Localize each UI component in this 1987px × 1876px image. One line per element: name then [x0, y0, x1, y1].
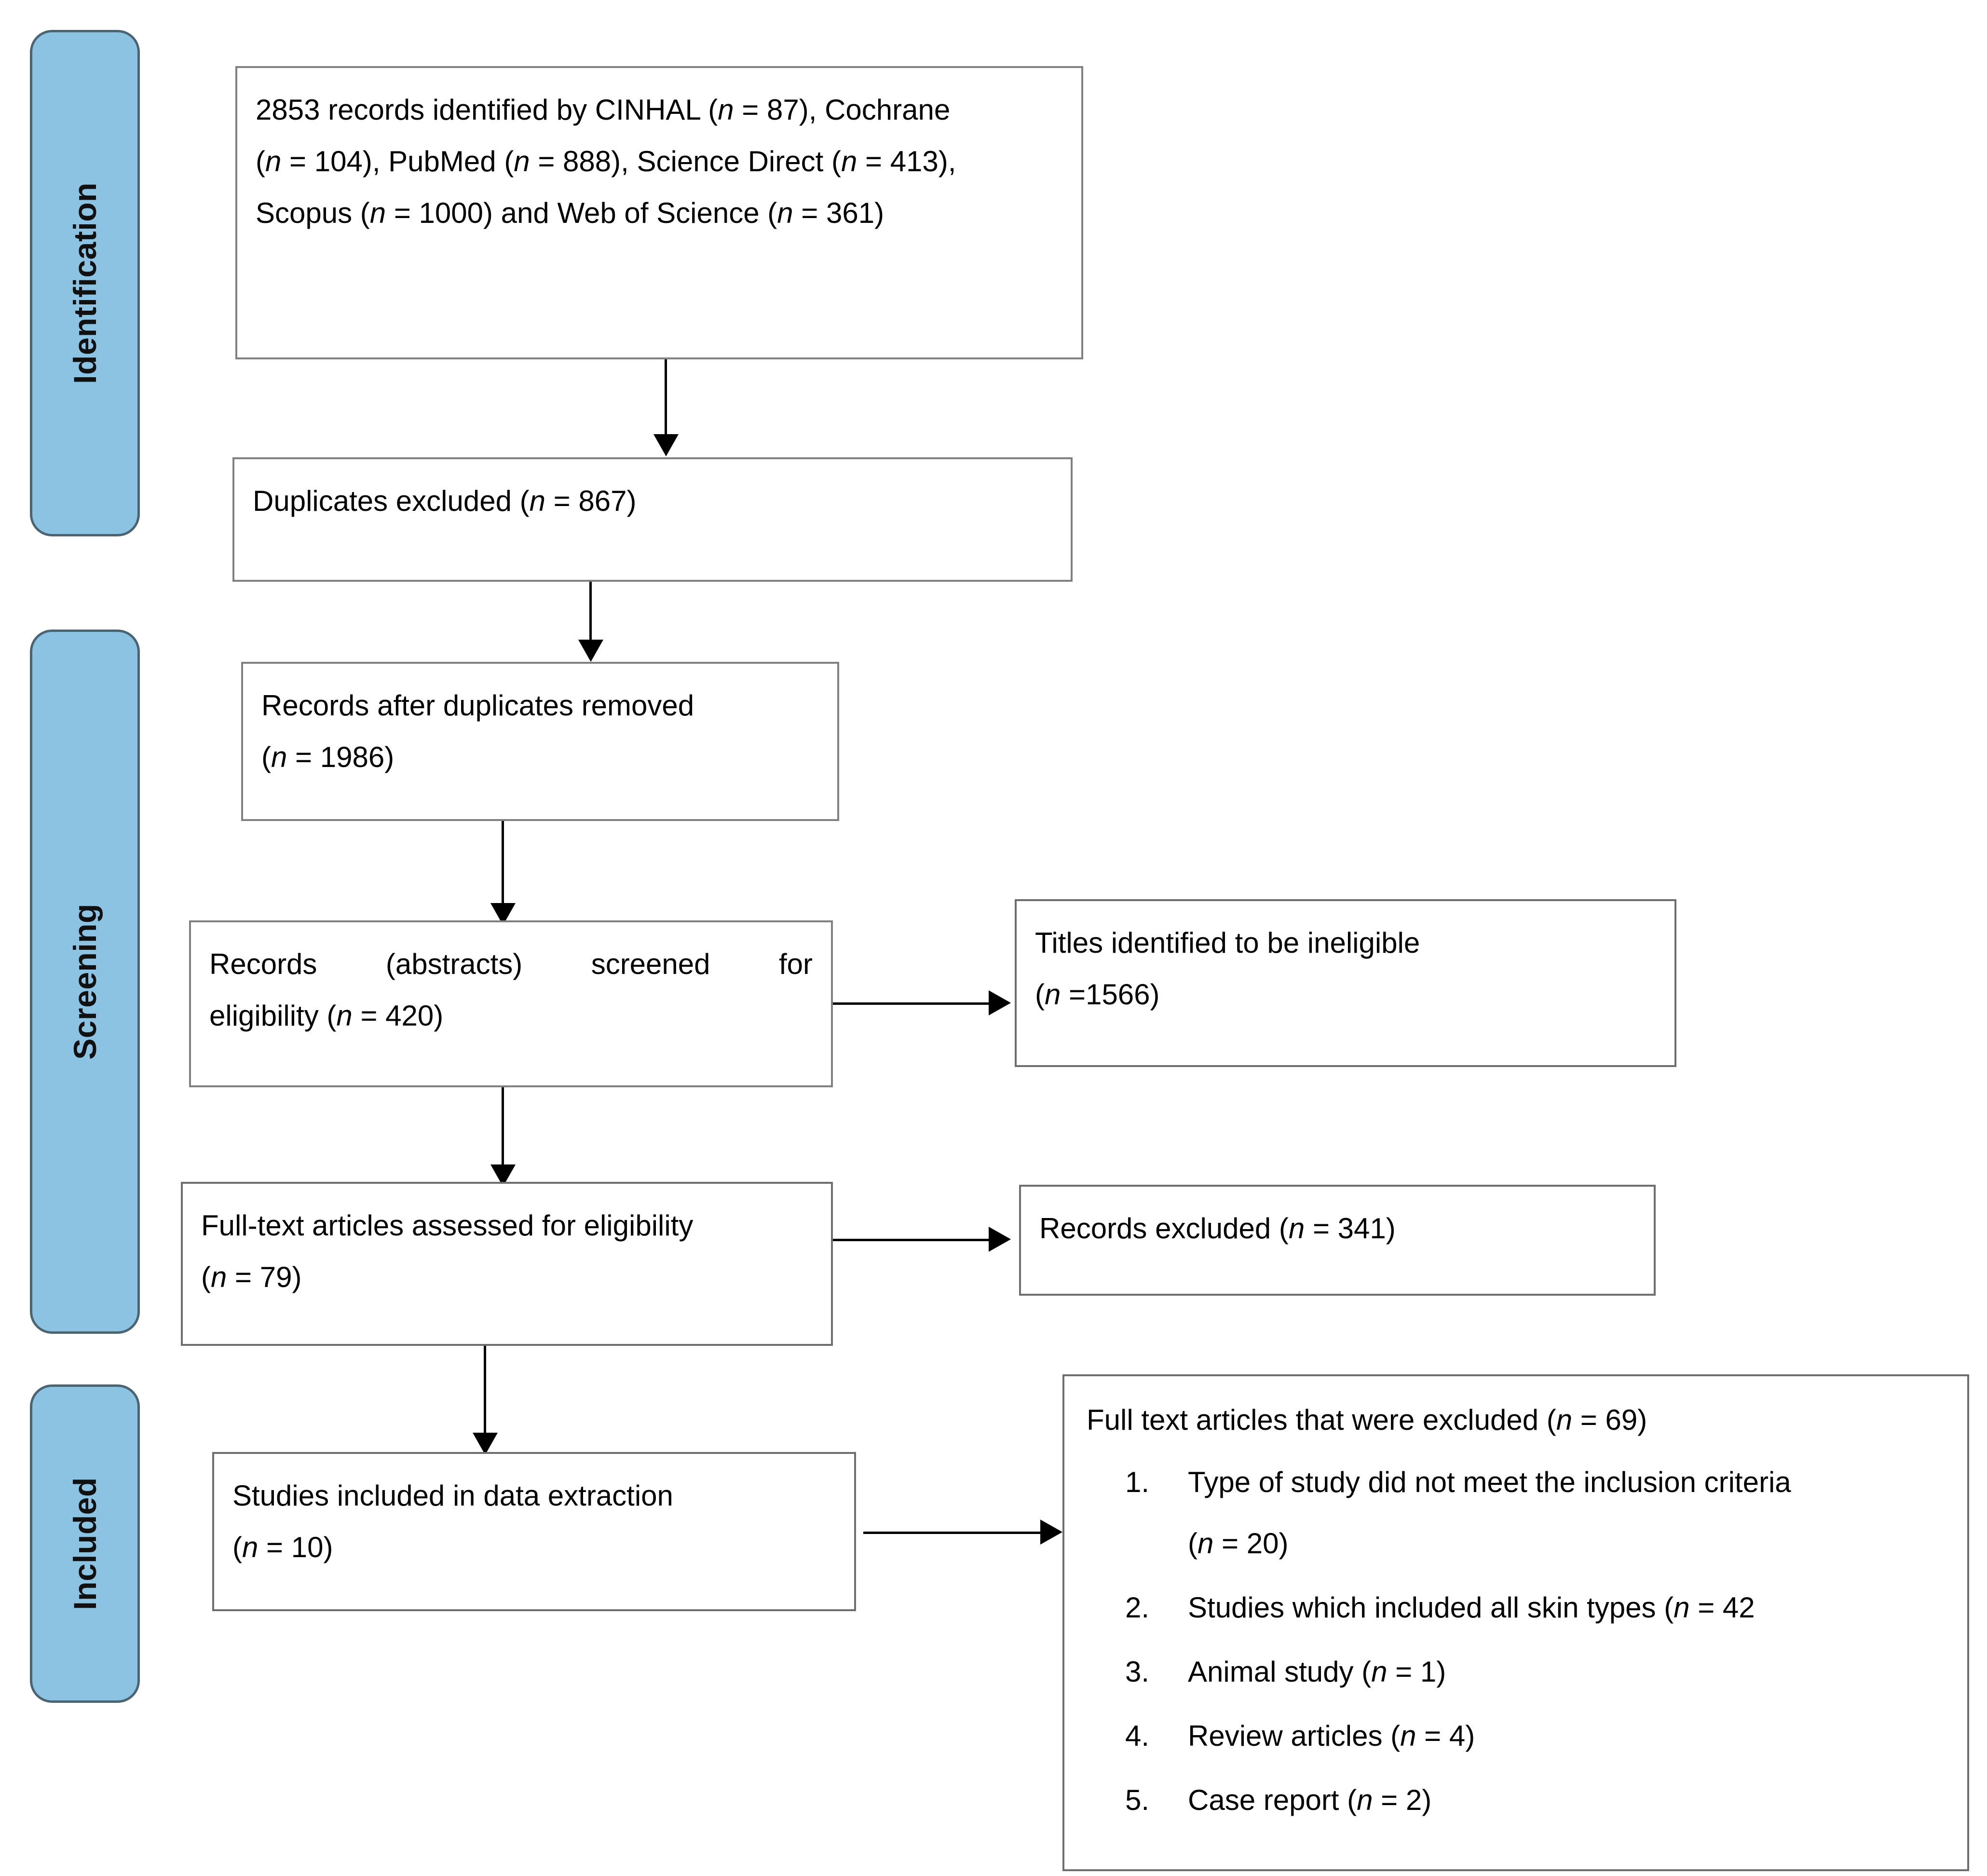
phase-bar-screening: Screening — [30, 630, 140, 1334]
exclusion-reason-item: 5. Case report (n = 2) — [1087, 1778, 1948, 1822]
list-item-text: Studies which included all skin types (n… — [1188, 1591, 1755, 1624]
box-titles-identified-ineligible: Titles identified to be ineligible (n =1… — [1015, 899, 1676, 1067]
list-item-text: Type of study did not meet the inclusion… — [1188, 1466, 1791, 1498]
arrowhead-fulltext-to-studies-included — [473, 1433, 498, 1455]
records-identified-line-3: Scopus (n = 1000) and Web of Science (n … — [256, 196, 885, 229]
exclusion-reason-item: 2. Studies which included all skin types… — [1087, 1585, 1948, 1630]
records-after-duplicates-line-1: Records after duplicates removed — [261, 689, 694, 722]
connector-identified-to-duplicates — [665, 359, 667, 439]
fulltext-excluded-lead: Full text articles that were excluded (n… — [1087, 1404, 1647, 1436]
list-item-text: Review articles (n = 4) — [1188, 1720, 1475, 1752]
arrowhead-fulltext-to-records-excluded — [989, 1227, 1011, 1252]
titles-ineligible-line-2: (n =1566) — [1035, 978, 1160, 1011]
fulltext-assessed-line-2: (n = 79) — [201, 1260, 302, 1293]
italic-n: n — [841, 145, 857, 178]
list-item-number: 1. — [1125, 1466, 1150, 1498]
exclusion-reason-list: 1. Type of study did not meet the inclus… — [1087, 1460, 1948, 1822]
box-duplicates-excluded: Duplicates excluded (n = 867) — [232, 457, 1073, 582]
list-item-text: Animal study (n = 1) — [1188, 1656, 1446, 1688]
duplicates-excluded-text: Duplicates excluded (n = 867) — [253, 485, 637, 517]
box-records-identified: 2853 records identified by CINHAL (n = 8… — [235, 66, 1083, 359]
connector-duplicates-to-after-removed — [589, 582, 592, 644]
italic-n: n — [777, 196, 793, 229]
list-item-number: 3. — [1125, 1656, 1150, 1688]
records-excluded-text: Records excluded (n = 341) — [1039, 1212, 1396, 1245]
connector-screened-to-titles-ineligible — [833, 1002, 992, 1005]
box-studies-included-data-extraction: Studies included in data extraction (n =… — [212, 1452, 856, 1611]
italic-n: n — [336, 999, 353, 1032]
titles-ineligible-line-1: Titles identified to be ineligible — [1035, 927, 1420, 959]
arrowhead-identified-to-duplicates — [653, 434, 679, 456]
box-records-excluded: Records excluded (n = 341) — [1019, 1185, 1656, 1296]
italic-n: n — [1044, 978, 1061, 1011]
italic-n: n — [265, 145, 282, 178]
phase-bar-included: Included — [30, 1384, 140, 1703]
italic-n: n — [1288, 1212, 1305, 1245]
phase-label-identification: Identification — [67, 182, 103, 384]
connector-screened-to-fulltext-assessed — [502, 1087, 504, 1179]
list-item-number: 2. — [1125, 1591, 1150, 1624]
exclusion-reason-item: 4. Review articles (n = 4) — [1087, 1713, 1948, 1758]
italic-n: n — [1371, 1656, 1388, 1688]
italic-n: n — [514, 145, 530, 178]
box-full-text-articles-excluded: Full text articles that were excluded (n… — [1062, 1374, 1969, 1871]
arrowhead-duplicates-to-after-removed — [578, 640, 603, 662]
exclusion-reason-item: 3. Animal study (n = 1) — [1087, 1649, 1948, 1694]
arrowhead-studies-to-fulltext-excluded — [1040, 1520, 1062, 1545]
box-records-after-duplicates-removed: Records after duplicates removed (n = 19… — [241, 662, 839, 821]
italic-n: n — [1556, 1404, 1573, 1436]
studies-included-line-2: (n = 10) — [232, 1531, 333, 1563]
list-item-text: Case report (n = 2) — [1188, 1784, 1432, 1816]
italic-n: n — [718, 94, 734, 126]
connector-fulltext-to-studies-included — [484, 1346, 486, 1447]
exclusion-reason-item: 1. Type of study did not meet the inclus… — [1087, 1460, 1948, 1566]
list-item-number: 5. — [1125, 1784, 1150, 1816]
italic-n: n — [1400, 1720, 1416, 1752]
studies-included-line-1: Studies included in data extraction — [232, 1479, 673, 1512]
phase-label-included: Included — [67, 1477, 103, 1610]
arrowhead-screened-to-titles-ineligible — [989, 990, 1011, 1015]
connector-after-removed-to-screened — [502, 821, 504, 917]
italic-n: n — [210, 1260, 227, 1293]
italic-n: n — [1197, 1527, 1214, 1560]
phase-label-screening: Screening — [67, 904, 103, 1060]
italic-n: n — [1674, 1591, 1690, 1624]
fulltext-assessed-line-1: Full-text articles assessed for eligibil… — [201, 1209, 694, 1242]
list-item-number: 4. — [1125, 1720, 1150, 1752]
connector-fulltext-to-records-excluded — [833, 1239, 992, 1241]
connector-studies-to-fulltext-excluded — [863, 1532, 1044, 1534]
records-identified-line-2: (n = 104), PubMed (n = 888), Science Dir… — [256, 145, 956, 178]
italic-n: n — [242, 1531, 259, 1563]
records-screened-line-2: eligibility (n = 420) — [209, 999, 444, 1032]
italic-n: n — [529, 485, 546, 517]
box-full-text-articles-assessed: Full-text articles assessed for eligibil… — [181, 1182, 833, 1346]
italic-n: n — [271, 740, 287, 773]
box-records-abstracts-screened: Records (abstracts) screened for eligibi… — [189, 920, 833, 1087]
phase-bar-identification: Identification — [30, 30, 140, 536]
records-after-duplicates-line-2: (n = 1986) — [261, 740, 395, 773]
italic-n: n — [1357, 1784, 1373, 1816]
records-screened-line-1: Records (abstracts) screened for — [209, 948, 813, 980]
list-item-count: (n = 20) — [1188, 1527, 1289, 1560]
records-identified-line-1: 2853 records identified by CINHAL (n = 8… — [256, 94, 951, 126]
italic-n: n — [369, 196, 386, 229]
